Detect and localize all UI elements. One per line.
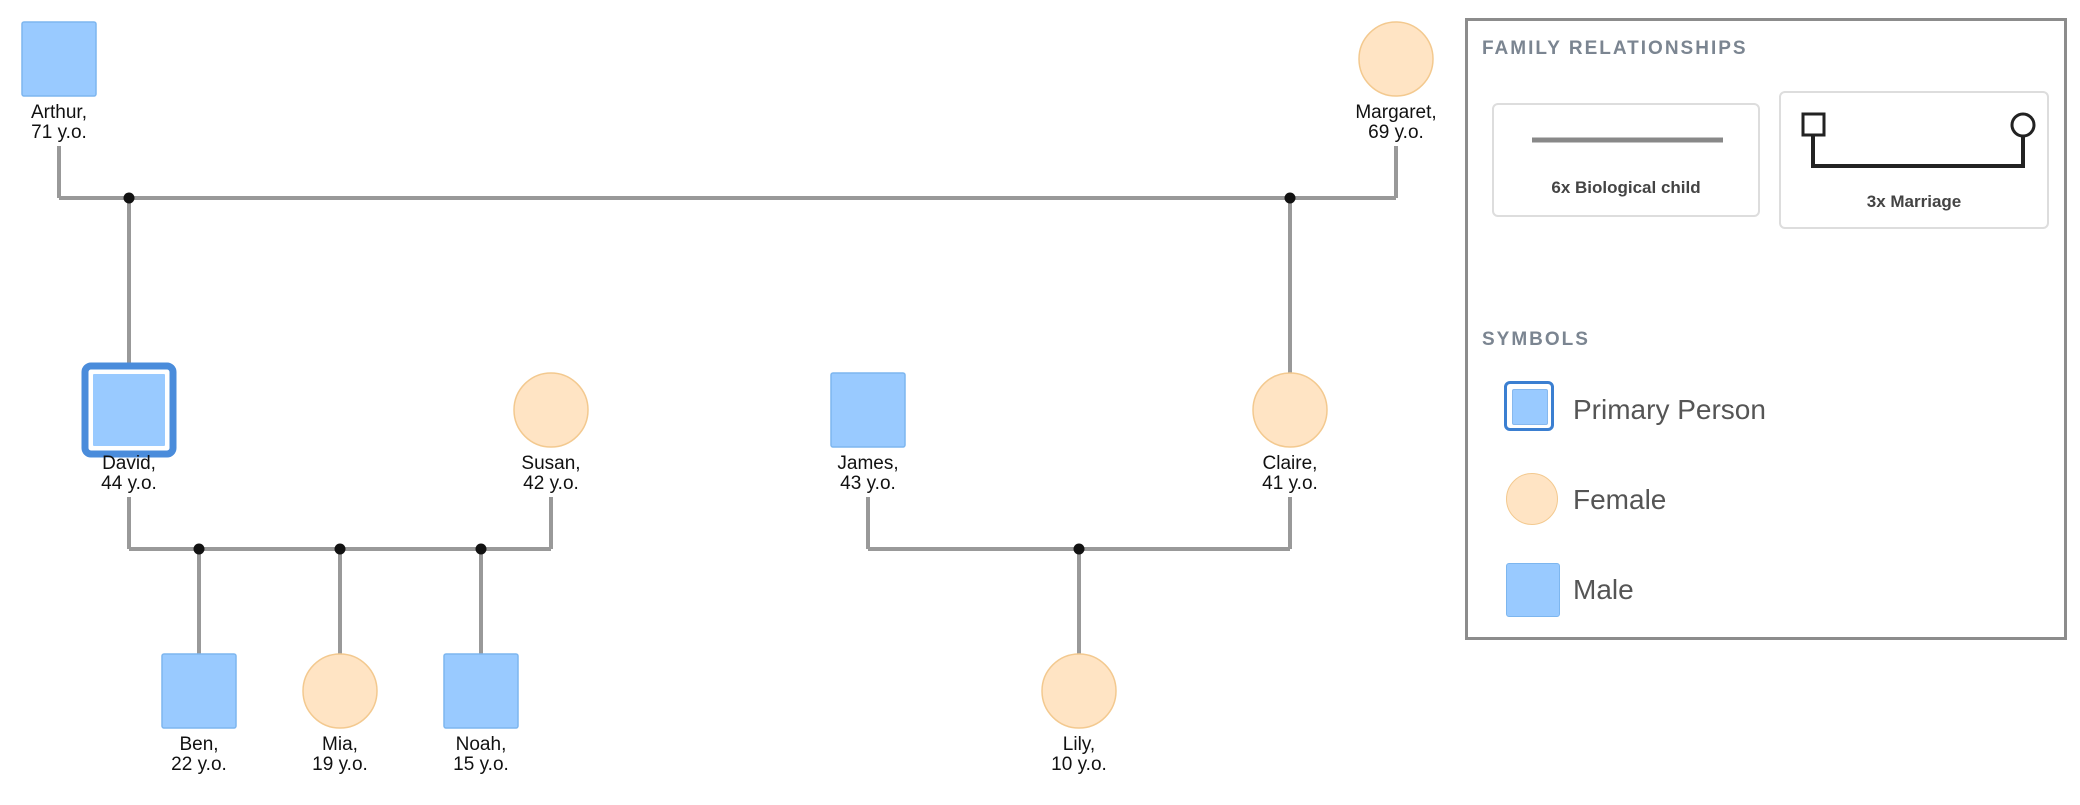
person-name: Noah, xyxy=(456,734,507,755)
male-symbol xyxy=(161,653,237,729)
person-name: Lily, xyxy=(1063,734,1095,755)
person-name: Susan, xyxy=(521,453,580,474)
person-arthur[interactable]: Arthur,71 y.o. xyxy=(21,21,97,143)
biological-child-card: 6x Biological child xyxy=(1492,103,1760,217)
male-symbol xyxy=(1506,563,1560,617)
male-symbol xyxy=(830,372,906,448)
female-symbol xyxy=(513,372,589,448)
person-claire[interactable]: Claire,41 y.o. xyxy=(1252,372,1328,494)
family-tree-diagram: Arthur,71 y.o. Margaret,69 y.o. David,44 y… xyxy=(21,21,1437,775)
junction-dot xyxy=(1284,192,1296,204)
primary-person-label: Primary Person xyxy=(1573,394,1766,425)
primary-person-symbol xyxy=(1504,381,1554,431)
person-age: 71 y.o. xyxy=(31,122,87,143)
person-nodes: Arthur,71 y.o. Margaret,69 y.o. David,44 y… xyxy=(21,21,1437,775)
person-margaret[interactable]: Margaret,69 y.o. xyxy=(1355,21,1437,143)
relationship-lines xyxy=(57,146,1398,654)
person-age: 69 y.o. xyxy=(1368,122,1424,143)
female-symbol xyxy=(1506,473,1558,525)
person-age: 41 y.o. xyxy=(1262,473,1318,494)
male-label: Male xyxy=(1573,574,1634,605)
biological-child-label: 6x Biological child xyxy=(1551,178,1701,197)
junction-dot xyxy=(193,543,205,555)
person-name: Claire, xyxy=(1263,453,1318,474)
person-name: Ben, xyxy=(179,734,218,755)
person-name: Arthur, xyxy=(31,102,87,123)
female-symbol xyxy=(1041,653,1117,729)
marriage-card: 3x Marriage xyxy=(1779,91,2049,229)
female-symbol xyxy=(1252,372,1328,448)
male-symbol xyxy=(21,21,97,97)
female-label: Female xyxy=(1573,484,1667,515)
male-symbol xyxy=(91,372,167,448)
junction-dot xyxy=(1073,543,1085,555)
person-age: 22 y.o. xyxy=(171,754,227,775)
person-ben[interactable]: Ben,22 y.o. xyxy=(161,653,237,775)
marriage-label: 3x Marriage xyxy=(1866,192,1962,211)
female-symbol xyxy=(302,653,378,729)
female-symbol xyxy=(1358,21,1434,97)
person-name: David, xyxy=(102,453,156,474)
person-name: Margaret, xyxy=(1355,102,1436,123)
person-age: 44 y.o. xyxy=(101,473,157,494)
person-lily[interactable]: Lily,10 y.o. xyxy=(1041,653,1117,775)
junction-dot xyxy=(334,543,346,555)
male-symbol xyxy=(443,653,519,729)
person-age: 42 y.o. xyxy=(523,473,579,494)
person-age: 19 y.o. xyxy=(312,754,368,775)
legend-panel: FAMILY RELATIONSHIPS 6x Biological child… xyxy=(1465,18,2067,640)
person-james[interactable]: James,43 y.o. xyxy=(830,372,906,494)
marriage-connector-icon xyxy=(1801,112,2036,168)
junction-dot xyxy=(123,192,135,204)
symbols-heading: SYMBOLS xyxy=(1482,329,1590,350)
person-mia[interactable]: Mia,19 y.o. xyxy=(302,653,378,775)
person-name: James, xyxy=(837,453,898,474)
person-age: 10 y.o. xyxy=(1051,754,1107,775)
junction-dot xyxy=(475,543,487,555)
relationships-heading: FAMILY RELATIONSHIPS xyxy=(1482,38,1748,59)
person-susan[interactable]: Susan,42 y.o. xyxy=(513,372,589,494)
person-noah[interactable]: Noah,15 y.o. xyxy=(443,653,519,775)
person-name: Mia, xyxy=(322,734,358,755)
biological-child-line-icon xyxy=(1532,137,1723,143)
person-david[interactable]: David,44 y.o. xyxy=(81,362,177,494)
person-age: 15 y.o. xyxy=(453,754,509,775)
person-age: 43 y.o. xyxy=(840,473,896,494)
